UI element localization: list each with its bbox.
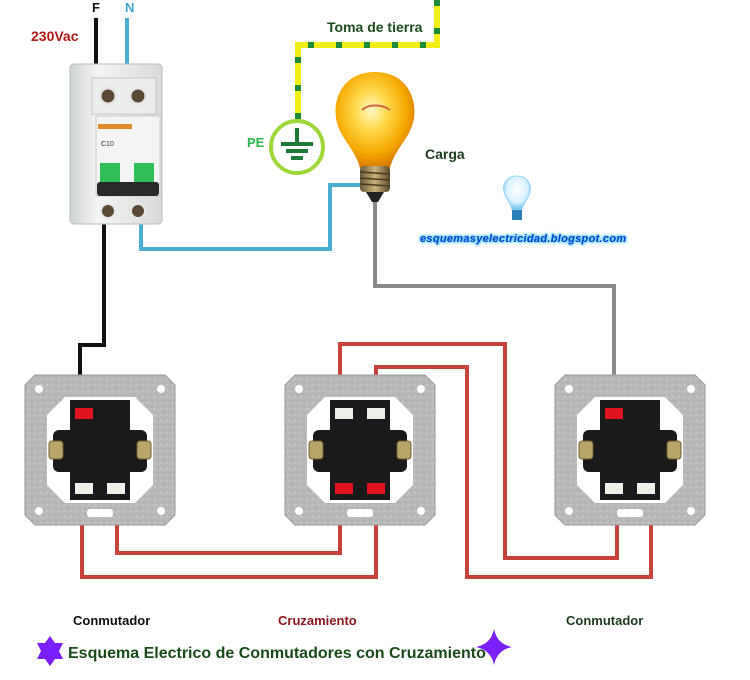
mounting-hole	[157, 507, 165, 515]
terminal-indicator	[637, 483, 655, 494]
mounting-hole	[565, 385, 573, 393]
switch-commutator-right	[554, 374, 706, 526]
switch-crossover	[284, 374, 436, 526]
mounting-hole	[157, 385, 165, 393]
blog-logo-icon	[503, 175, 531, 220]
mounting-hole	[565, 507, 573, 515]
star-decoration-icon	[37, 636, 63, 666]
mounting-hole	[687, 385, 695, 393]
terminal-indicator	[335, 408, 353, 419]
device-label-right: Conmutador	[566, 613, 644, 628]
terminal-screw	[308, 440, 324, 460]
diagram-title: Esquema Electrico de Conmutadores con Cr…	[68, 645, 486, 662]
mounting-hole	[687, 507, 695, 515]
terminal-indicator	[75, 408, 93, 419]
terminal-screw	[136, 440, 152, 460]
voltage-label: 230Vac	[31, 28, 79, 44]
mounting-hole	[35, 507, 43, 515]
terminal-indicator	[335, 483, 353, 494]
terminal-screw	[666, 440, 682, 460]
terminal-indicator	[367, 483, 385, 494]
traveler-wires	[80, 342, 653, 579]
light-bulb-icon	[335, 72, 415, 202]
breaker-lever	[134, 163, 154, 185]
earth-label: Toma de tierra	[327, 19, 423, 35]
phase-label: F	[92, 0, 100, 15]
phase-wire	[78, 18, 106, 395]
mounting-hole	[35, 385, 43, 393]
mounting-hole	[417, 385, 425, 393]
terminal-screw	[128, 86, 148, 106]
watermark-text: esquemasyelectricidad.blogspot.com	[420, 233, 627, 245]
terminal-screw	[48, 440, 64, 460]
svg-text:C10: C10	[101, 141, 114, 148]
circuit-breaker: C10	[69, 63, 163, 225]
device-label-middle: Cruzamiento	[278, 613, 357, 628]
switch-commutator-left	[24, 374, 176, 526]
terminal-indicator	[75, 483, 93, 494]
device-label-left: Conmutador	[73, 613, 151, 628]
breaker-lever	[100, 163, 120, 185]
return-wire	[373, 200, 616, 388]
earth-symbol	[269, 119, 325, 175]
neutral-label: N	[125, 0, 135, 15]
mounting-hole	[295, 385, 303, 393]
terminal-indicator	[605, 408, 623, 419]
earth-wire	[295, 0, 440, 120]
terminal-screw	[98, 86, 118, 106]
terminal-screw	[130, 203, 146, 219]
neutral-wire	[125, 18, 362, 251]
mounting-hole	[417, 507, 425, 515]
sparkle-decoration-icon	[476, 629, 512, 665]
terminal-screw	[396, 440, 412, 460]
pe-label: PE	[247, 135, 265, 150]
terminal-screw	[100, 203, 116, 219]
load-label: Carga	[425, 146, 465, 162]
terminal-indicator	[605, 483, 623, 494]
terminal-screw	[578, 440, 594, 460]
terminal-indicator	[367, 408, 385, 419]
terminal-indicator	[107, 483, 125, 494]
mounting-hole	[295, 507, 303, 515]
